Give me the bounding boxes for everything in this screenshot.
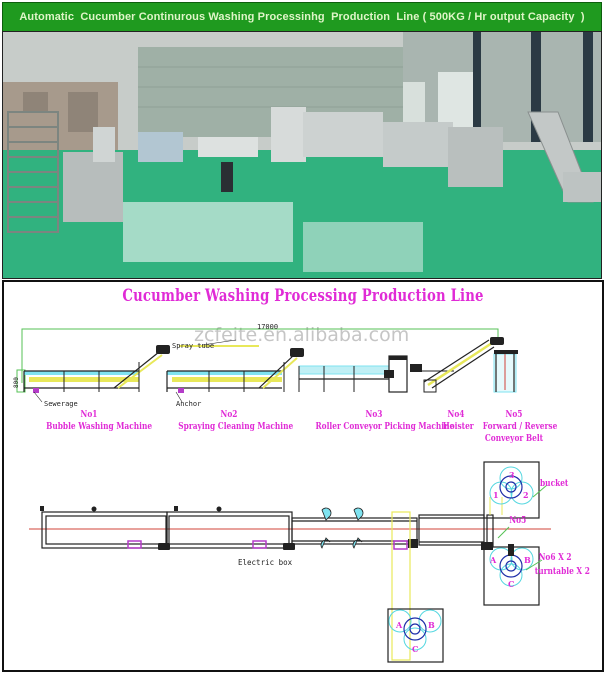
svg-text:3: 3 (509, 470, 515, 480)
no5-plan-label: No5 (509, 515, 527, 526)
turntable-lower (387, 608, 444, 663)
process-diagram-drawing: Spray tube Sewerage Anchor 800 Electric … (13, 328, 551, 663)
no5-forward-reverse-conveyor-belt (493, 350, 518, 393)
no2-spraying-cleaning-machine (166, 345, 304, 393)
machine-number: No4 (447, 409, 465, 420)
no1-bubble-washing-machine (23, 345, 170, 393)
no4-hoister (423, 337, 504, 393)
length-dimension-line (21, 328, 499, 383)
svg-text:C: C (412, 644, 418, 654)
machine-name: Bubble Washing Machine (46, 421, 153, 432)
electric-box-label: Electric box (238, 558, 293, 567)
machine-name-line2: Conveyor Belt (484, 433, 544, 444)
banner-title: Automatic Cucumber Continurous Washing P… (19, 11, 585, 23)
svg-text:A: A (489, 555, 497, 565)
diagram-title: Cucumber Washing Processing Production L… (122, 286, 484, 306)
machine-name: Forward / Reverse (482, 421, 558, 432)
turntable-right (483, 546, 540, 606)
title-banner: Automatic Cucumber Continurous Washing P… (2, 2, 602, 32)
machine-no5-label: No5 Forward / Reverse Conveyor Belt (482, 409, 558, 445)
machine-number: No2 (220, 409, 238, 420)
no6-label: No6 X 2 (538, 552, 572, 563)
svg-text:1: 1 (493, 490, 499, 500)
svg-text:B: B (524, 555, 531, 565)
machine-name: Roller Conveyor Picking Machine (315, 421, 455, 432)
machine-name: Spraying Cleaning Machine (178, 421, 294, 432)
machine-no3-label: No3 Roller Conveyor Picking Machine (315, 409, 455, 433)
plan-no1 (41, 511, 168, 549)
factory-photo (2, 31, 602, 279)
bucket-label: bucket (539, 478, 569, 489)
plan-no2 (166, 511, 293, 549)
no3-roller-conveyor-picking-machine (298, 355, 454, 393)
svg-text:2: 2 (523, 490, 529, 500)
machine-name: Hoister (442, 421, 474, 432)
anchor-label: Anchor (176, 400, 201, 408)
plan-no3 (291, 517, 418, 545)
spray-tube-label: Spray tube (172, 342, 214, 350)
svg-text:C: C (508, 579, 514, 589)
height-dimension-box (16, 369, 26, 393)
machine-no4-label: No4 Hoister (442, 409, 474, 433)
process-diagram-panel: Cucumber Washing Processing Production L… (2, 280, 604, 672)
machine-no1-label: No1 Bubble Washing Machine (46, 409, 153, 433)
sewerage-label: Sewerage (44, 400, 78, 408)
machine-number: No3 (365, 409, 383, 420)
machine-no2-label: No2 Spraying Cleaning Machine (178, 409, 294, 433)
bucket-turntable (483, 461, 540, 519)
machine-number: No5 (505, 409, 523, 420)
height-dimension-text: 800 (13, 377, 20, 388)
factory-photo-illustration (3, 32, 601, 278)
machine-number: No1 (80, 409, 98, 420)
turntable-label: turntable X 2 (534, 566, 590, 577)
svg-text:A: A (395, 620, 403, 630)
svg-text:B: B (428, 620, 435, 630)
worker-icons (320, 507, 364, 549)
length-dimension-label: 17000 (257, 323, 279, 331)
